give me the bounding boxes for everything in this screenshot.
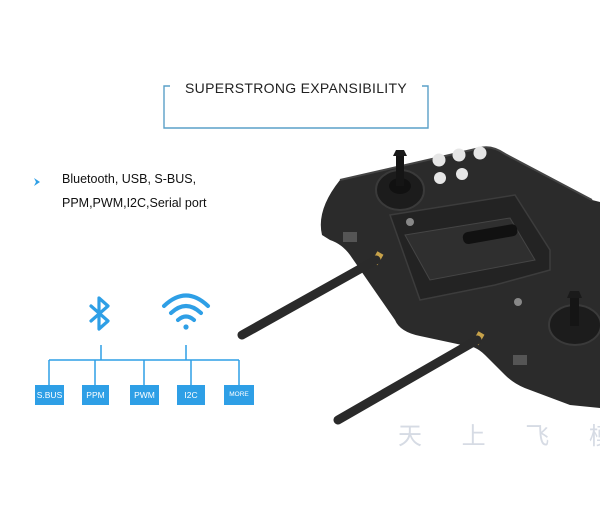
wifi-icon	[162, 293, 210, 330]
bluetooth-icon	[89, 296, 110, 331]
top-button-4	[434, 172, 446, 184]
top-button-2	[452, 148, 466, 162]
top-button-3	[473, 146, 487, 160]
top-button-1	[432, 153, 446, 167]
antenna-right	[333, 331, 485, 425]
title-bracket	[163, 85, 429, 129]
remote-controller-illustration	[237, 146, 600, 425]
port-pwm: PWM	[130, 385, 159, 405]
feature-line-2: PPM,PWM,I2C,Serial port	[62, 196, 207, 210]
feature-line-1: Bluetooth, USB, S-BUS,	[62, 172, 197, 186]
port-ppm: PPM	[82, 385, 109, 405]
chevron-right-icon	[34, 178, 40, 186]
port-i2c: I2C	[177, 385, 205, 405]
port-more: MORE	[224, 385, 254, 405]
antenna-left	[237, 251, 384, 340]
title-frame: SUPERSTRONG EXPANSIBILITY	[162, 80, 430, 130]
watermark-text: 天 上 飞 模	[398, 422, 600, 450]
top-button-5	[456, 168, 468, 180]
port-sbus: S.BUS	[35, 385, 64, 405]
section-title: SUPERSTRONG EXPANSIBILITY	[162, 80, 430, 96]
